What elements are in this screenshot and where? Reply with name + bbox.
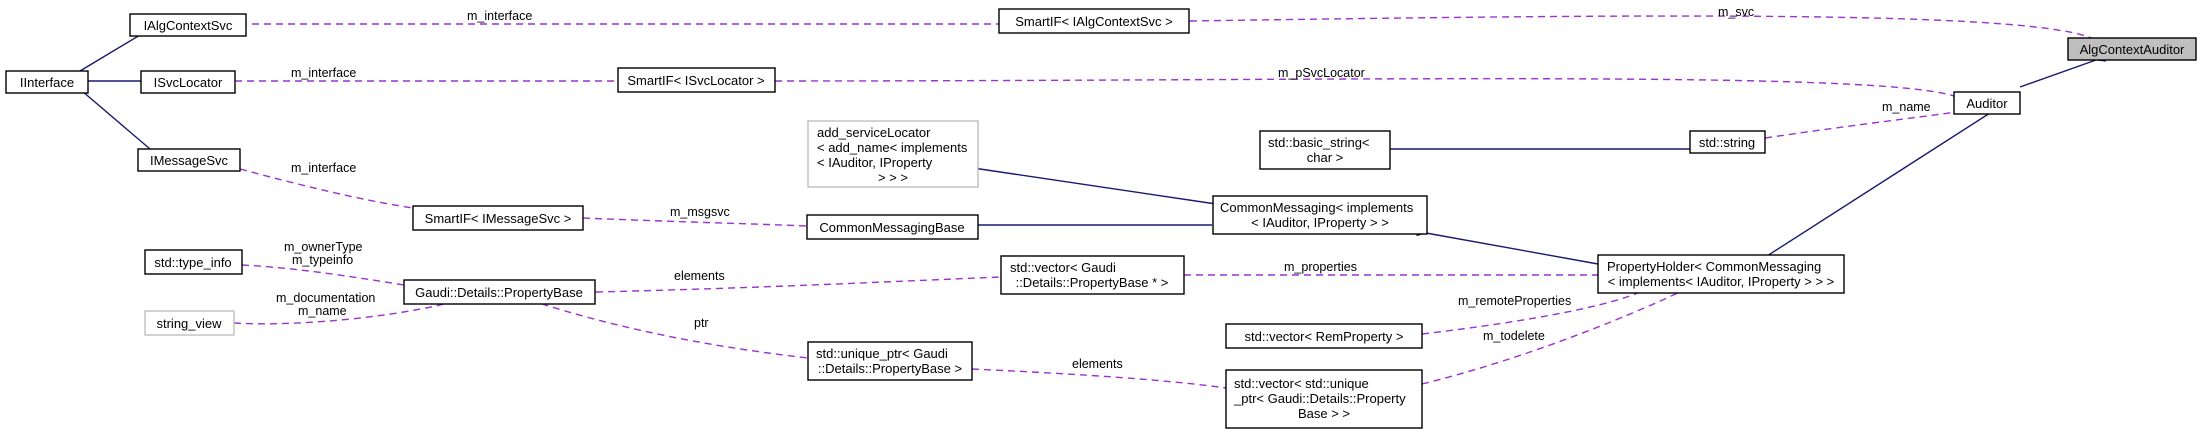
node-smartif-isvclocator[interactable]: SmartIF< ISvcLocator > <box>617 67 776 93</box>
node-isvclocator[interactable]: ISvcLocator <box>140 70 236 94</box>
node-ialgcontextsvc[interactable]: IAlgContextSvc <box>129 13 247 37</box>
node-std-type-info[interactable]: std::type_info <box>144 249 243 275</box>
node-propertyholder[interactable]: PropertyHolder< CommonMessaging < implem… <box>1597 254 1845 294</box>
edge-label-elements-unique: elements <box>1072 357 1123 371</box>
inherit-edge-auditor-algcontextauditor <box>2019 52 2107 88</box>
node-label-line-2: < implements< IAuditor, IProperty > > > <box>1608 274 1835 289</box>
edge-label-m-psvclocator: m_pSvcLocator <box>1278 66 1365 80</box>
node-label: SmartIF< IAlgContextSvc > <box>1015 14 1173 29</box>
node-label-line-2: ::Details::PropertyBase > <box>818 361 962 376</box>
edges <box>69 15 2107 391</box>
node-label-line-1: std::vector< Gaudi <box>1010 260 1116 275</box>
node-string-view[interactable]: string_view <box>144 310 235 336</box>
inherit-edge-propertyholder-auditor <box>1756 112 1991 266</box>
node-label: SmartIF< IMessageSvc > <box>425 211 572 226</box>
node-unique-ptr-propertybase[interactable]: std::unique_ptr< Gaudi ::Details::Proper… <box>807 341 973 381</box>
edge-label-m-svc: m_svc <box>1718 5 1754 19</box>
edge-label-m-interface-msgsvc: m_interface <box>291 161 356 175</box>
member-edge-m-name-string <box>1755 111 1957 145</box>
node-label: SmartIF< ISvcLocator > <box>627 73 764 88</box>
node-label-line-3: Base > > <box>1298 406 1350 421</box>
node-label: AlgContextAuditor <box>2080 42 2185 57</box>
node-commonmessagingbase[interactable]: CommonMessagingBase <box>806 214 979 240</box>
edge-label-ptr: ptr <box>694 316 709 330</box>
node-gaudi-propertybase[interactable]: Gaudi::Details::PropertyBase <box>403 279 596 305</box>
member-edge-m-remoteproperties <box>1412 291 1641 341</box>
node-label-line-2: < add_name< implements <box>817 140 968 155</box>
edge-label-m-ownertype: m_ownerType <box>284 240 363 254</box>
edge-label-m-documentation: m_documentation <box>276 291 375 305</box>
edge-label-m-interface-algctx: m_interface <box>467 9 532 23</box>
edge-label-m-name-propertybase: m_name <box>298 304 347 318</box>
node-vector-propertybase[interactable]: std::vector< Gaudi ::Details::PropertyBa… <box>1000 255 1185 295</box>
member-edge-m-svc <box>1180 15 2097 41</box>
edge-labels: m_svc m_interface m_pSvcLocator m_interf… <box>276 5 1931 371</box>
edge-label-m-todelete: m_todelete <box>1483 329 1545 343</box>
member-edge-m-ownertype-typeinfo <box>232 259 405 286</box>
node-iinterface[interactable]: IInterface <box>5 70 89 94</box>
edge-label-m-typeinfo: m_typeinfo <box>292 253 353 267</box>
inherit-edge-iinterface-imessagesvc <box>71 81 151 150</box>
node-label-line-1: std::unique_ptr< Gaudi <box>816 346 948 361</box>
edge-label-m-interface-svcloc: m_interface <box>291 66 356 80</box>
node-label: IInterface <box>20 75 74 90</box>
inherit-edge-addservicelocator-commonmessagingbase <box>970 162 1217 205</box>
node-std-string[interactable]: std::string <box>1689 130 1766 154</box>
edge-label-elements-vector: elements <box>674 269 725 283</box>
node-label-line-3: < IAuditor, IProperty <box>817 155 933 170</box>
node-label: string_view <box>156 316 222 331</box>
nodes: AlgContextAuditor Auditor IAlgContextSvc… <box>5 8 2197 429</box>
node-std-basic-string[interactable]: std::basic_string< char > <box>1259 130 1391 170</box>
node-label-line-1: std::basic_string< <box>1268 135 1370 150</box>
node-label: Auditor <box>1966 96 2008 111</box>
node-label-line-1: std::vector< std::unique <box>1234 376 1369 391</box>
node-label: std::string <box>1699 135 1755 150</box>
node-label: std::type_info <box>154 255 231 270</box>
edge-label-m-msgsvc: m_msgsvc <box>670 205 730 219</box>
node-commonmessaging-implements[interactable]: CommonMessaging< implements < IAuditor, … <box>1212 195 1428 235</box>
member-edge-m-psvclocator <box>765 76 1955 97</box>
inherit-edge-commonmessaging-propertyholder <box>1416 226 1599 265</box>
node-smartif-imessagesvc[interactable]: SmartIF< IMessageSvc > <box>412 205 584 231</box>
member-edge-m-documentation-name <box>224 301 453 328</box>
member-edge-m-interface-msgsvc <box>230 161 414 209</box>
node-add-servicelocator[interactable]: add_serviceLocator < add_name< implement… <box>807 120 979 188</box>
node-label-line-4: > > > <box>878 170 908 185</box>
member-edge-m-todelete <box>1412 291 1681 391</box>
node-label: CommonMessagingBase <box>819 220 964 235</box>
node-auditor[interactable]: Auditor <box>1953 91 2021 115</box>
edge-label-m-name-string: m_name <box>1882 100 1931 114</box>
node-label-line-2: _ptr< Gaudi::Details::Property <box>1233 391 1406 406</box>
node-label-line-2: < IAuditor, IProperty > > <box>1251 215 1389 230</box>
node-smartif-ialgcontextsvc[interactable]: SmartIF< IAlgContextSvc > <box>998 8 1190 34</box>
node-vector-remproperty[interactable]: std::vector< RemProperty > <box>1225 323 1423 349</box>
node-vector-unique-ptr[interactable]: std::vector< std::unique _ptr< Gaudi::De… <box>1225 369 1423 429</box>
node-algcontextauditor[interactable]: AlgContextAuditor <box>2067 37 2197 61</box>
node-imessagesvc[interactable]: IMessageSvc <box>137 148 241 172</box>
member-edge-m-msgsvc <box>573 212 807 227</box>
member-edge-ptr <box>519 292 809 359</box>
edge-label-m-remoteproperties: m_remoteProperties <box>1458 294 1571 308</box>
node-label-line-2: char > <box>1307 150 1344 165</box>
edge-label-m-properties: m_properties <box>1284 260 1357 274</box>
inherit-edge-iinterface-ialgcontextsvc <box>69 34 141 80</box>
node-label: std::vector< RemProperty > <box>1245 329 1404 344</box>
node-label-line-2: ::Details::PropertyBase * > <box>1016 275 1169 290</box>
node-label-line-1: CommonMessaging< implements <box>1220 200 1414 215</box>
node-label-line-1: add_serviceLocator <box>817 125 931 140</box>
node-label: ISvcLocator <box>154 75 223 90</box>
member-edge-elements-vector <box>586 276 1002 298</box>
node-label: IAlgContextSvc <box>144 18 233 33</box>
node-label: IMessageSvc <box>150 153 229 168</box>
node-label: Gaudi::Details::PropertyBase <box>415 285 583 300</box>
node-label-line-1: PropertyHolder< CommonMessaging <box>1607 259 1821 274</box>
member-edge-elements-unique <box>962 363 1227 389</box>
